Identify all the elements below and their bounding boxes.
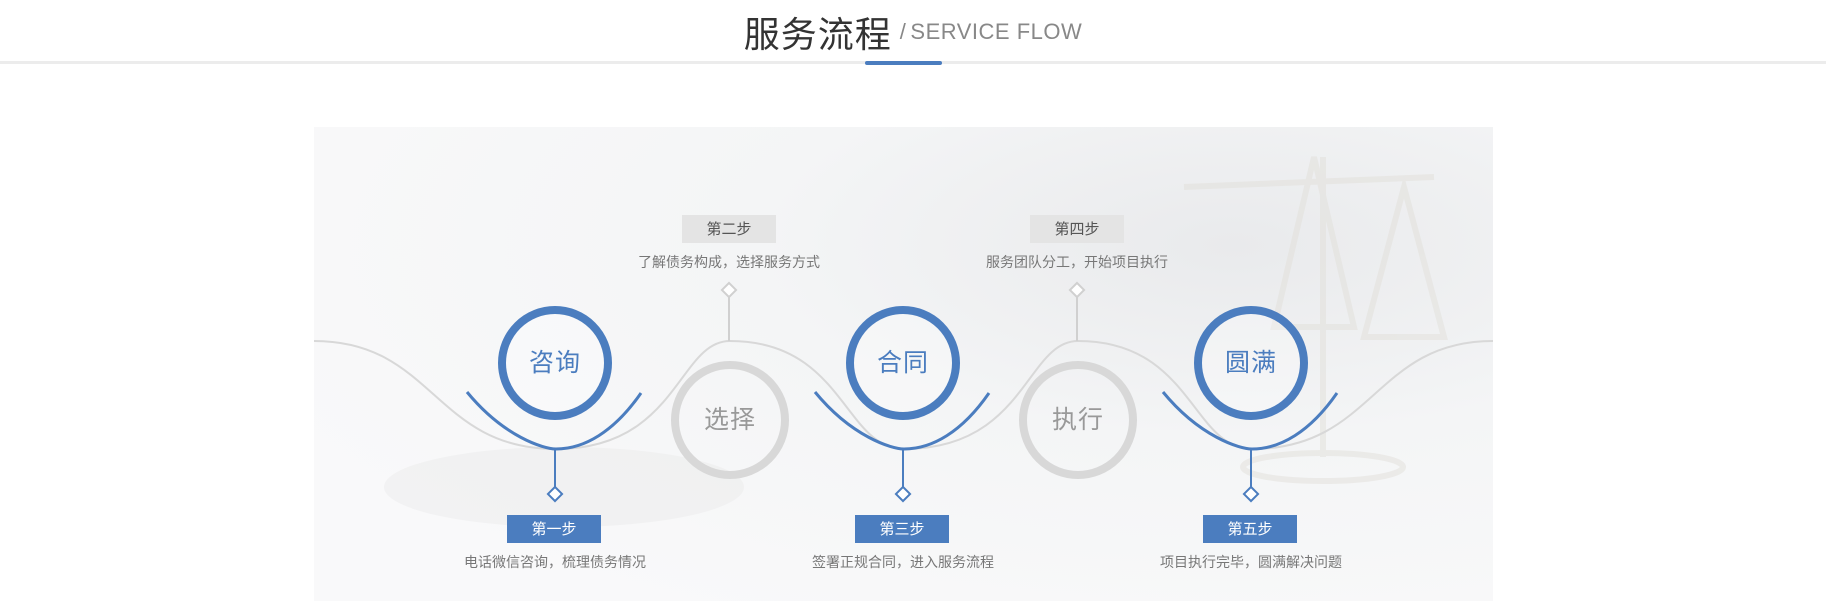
service-flow-panel: 咨询 选择 合同 执行 圆满 第二步 了解债务构成，选择服务方式 第四步 服务团… bbox=[314, 127, 1493, 601]
justice-scale-decoration bbox=[1183, 156, 1448, 484]
step-5-circle-label: 圆满 bbox=[1224, 348, 1277, 377]
step-4-circle-label: 执行 bbox=[1051, 405, 1104, 434]
connectors-up bbox=[720, 281, 1086, 341]
step-4-ring bbox=[1019, 361, 1137, 479]
step-4-badge: 第四步 bbox=[1030, 215, 1124, 243]
gavel-decoration bbox=[384, 447, 744, 527]
step-5-badge: 第五步 bbox=[1203, 515, 1297, 543]
title-separator: / bbox=[899, 19, 907, 44]
section-title-cn: 服务流程 bbox=[743, 15, 892, 56]
step-1-circle-label: 咨询 bbox=[528, 348, 581, 377]
step-3-badge: 第三步 bbox=[855, 515, 949, 543]
connectors-down bbox=[546, 449, 1260, 503]
step-5-ring bbox=[1194, 306, 1308, 420]
step-3-description: 签署正规合同，进入服务流程 bbox=[812, 555, 994, 571]
step-5-description: 项目执行完毕，圆满解决问题 bbox=[1160, 555, 1342, 571]
section-title: 服务流程 /SERVICE FLOW bbox=[0, 6, 1826, 58]
step-1-description: 电话微信咨询，梳理债务情况 bbox=[464, 555, 646, 571]
step-2-badge: 第二步 bbox=[682, 215, 776, 243]
step-4-description: 服务团队分工，开始项目执行 bbox=[986, 255, 1168, 271]
step-2-description: 了解债务构成，选择服务方式 bbox=[638, 255, 820, 271]
section-title-en: SERVICE FLOW bbox=[910, 19, 1083, 44]
step-3-ring bbox=[846, 306, 960, 420]
step-1-ring bbox=[498, 306, 612, 420]
section-header: 服务流程 /SERVICE FLOW bbox=[0, 0, 1826, 66]
step-3-circle-label: 合同 bbox=[876, 348, 929, 377]
step-1-badge: 第一步 bbox=[507, 515, 601, 543]
step-2-ring bbox=[671, 361, 789, 479]
header-accent-bar bbox=[865, 61, 942, 65]
step-2-circle-label: 选择 bbox=[703, 405, 756, 434]
